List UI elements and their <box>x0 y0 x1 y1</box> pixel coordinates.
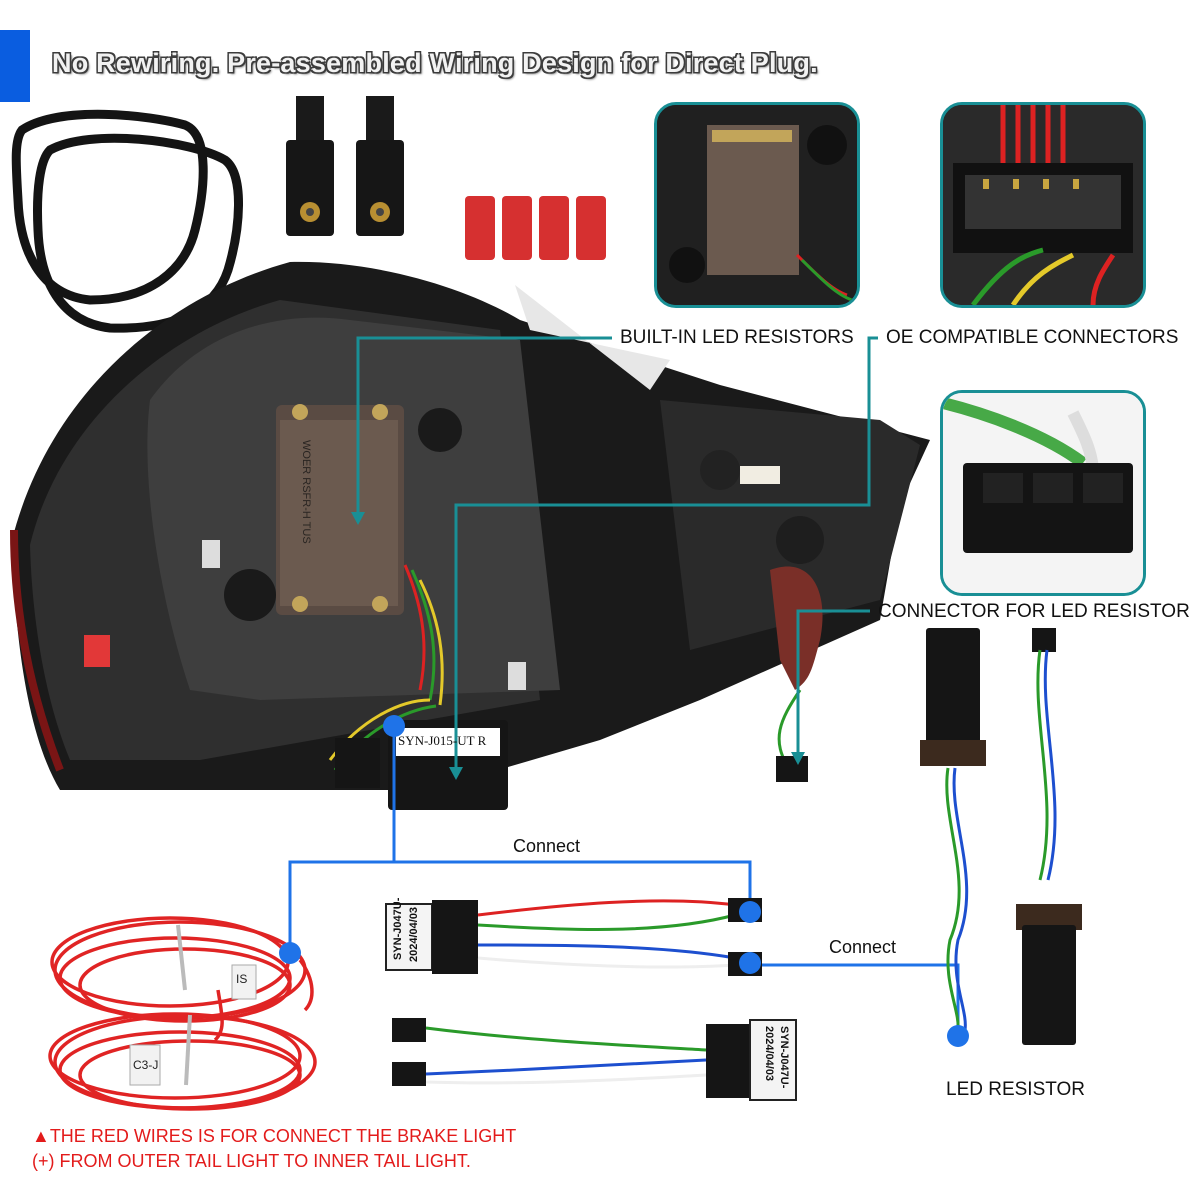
inset-resistor-connector <box>940 390 1146 596</box>
accent-bar <box>0 30 30 102</box>
harness-2-date: 2024/04/03 <box>763 1026 775 1082</box>
connect-lines <box>288 726 960 1035</box>
resistor-plug <box>776 756 808 782</box>
red-wire-coils <box>48 916 317 1111</box>
wire-tag-1 <box>231 964 257 1000</box>
callout-lines <box>356 336 878 775</box>
harness-1-tag: SYN-J047U- <box>392 897 404 960</box>
note-line-1: ▲THE RED WIRES IS FOR CONNECT THE BRAKE … <box>32 1126 517 1146</box>
inset-resistor-closeup <box>654 102 860 308</box>
bulb-sockets <box>286 96 404 236</box>
callout-resistor-connector: CONNECTOR FOR LED RESISTOR <box>878 601 1190 622</box>
connect-label-right: Connect <box>829 937 897 957</box>
callout-arrows <box>351 512 805 780</box>
wire-tag-2 <box>129 1044 161 1086</box>
callout-led-resistor: LED RESISTOR <box>946 1079 1086 1100</box>
inset-oe-connector <box>940 102 1146 308</box>
callout-oe-connectors: OE COMPATIBLE CONNECTORS <box>886 327 1179 348</box>
tail-light-housing <box>10 261 930 790</box>
gasket-seals <box>11 109 243 333</box>
resistor-module-tag: WOER RSFR-H TUS <box>300 440 312 544</box>
red-wire-tag-1: IS <box>236 972 248 986</box>
red-clips <box>465 196 606 260</box>
harness-2-tag: SYN-J047U- <box>778 1026 790 1089</box>
headline: No Rewiring. Pre-assembled Wiring Design… <box>52 48 818 78</box>
callout-built-in-resistors: BUILT-IN LED RESISTORS <box>620 327 854 348</box>
note-line-2: (+) FROM OUTER TAIL LIGHT TO INNER TAIL … <box>32 1151 471 1171</box>
red-wire-ties <box>176 924 192 1086</box>
harness-1-date: 2024/04/03 <box>408 906 420 962</box>
harness-2 <box>392 1018 797 1101</box>
connect-label-top: Connect <box>513 836 581 856</box>
tail-light-tag: SYN-J015-UT R <box>398 733 487 748</box>
harness-plug-small <box>335 738 380 788</box>
red-wire-note: ▲THE RED WIRES IS FOR CONNECT THE BRAKE … <box>32 1124 516 1174</box>
led-resistor-modules <box>920 628 1082 1045</box>
connection-dots <box>279 715 969 1047</box>
harness-1 <box>385 898 762 976</box>
red-wire-tag-2: C3-J <box>133 1058 159 1072</box>
